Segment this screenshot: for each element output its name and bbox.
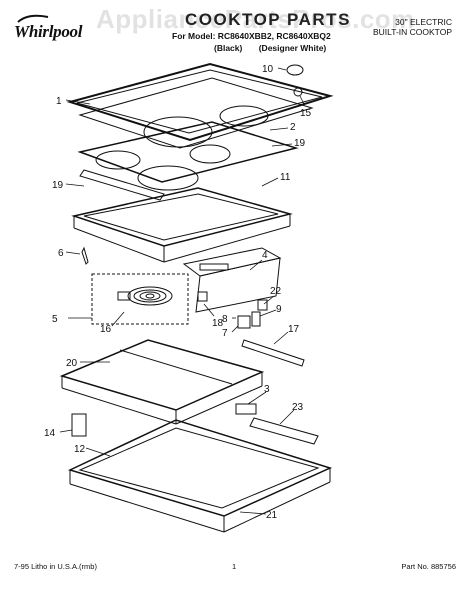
color-black: (Black) <box>214 43 243 53</box>
product-spec-line1: 30" ELECTRIC <box>395 17 452 27</box>
part-element-bracket <box>197 291 208 302</box>
part-burner-box <box>71 187 293 263</box>
model-colors: (Black) (Designer White) <box>214 43 340 53</box>
callout-4: 4 <box>262 250 268 261</box>
callout-14: 14 <box>44 428 56 439</box>
part-glass-panel <box>77 121 299 201</box>
model-numbers: For Model: RC8640XBB2, RC8640XBQ2 <box>172 31 331 41</box>
callout-6: 6 <box>58 248 64 259</box>
part-switch-7 <box>237 315 251 329</box>
callout-9: 9 <box>276 304 282 315</box>
brand-logo-swoosh <box>17 14 49 23</box>
part-terminal-strip <box>241 339 305 367</box>
brand-logo: Whirlpool <box>14 22 83 41</box>
part-side-bracket <box>71 413 87 437</box>
callout-10: 10 <box>262 64 274 75</box>
part-switch-9 <box>251 311 261 327</box>
callout-8: 8 <box>222 314 228 325</box>
callout-22: 22 <box>270 286 282 297</box>
part-screw <box>293 87 303 97</box>
callout-21: 21 <box>266 510 278 521</box>
part-knob <box>286 64 304 76</box>
callout-17: 17 <box>288 324 300 335</box>
callout-12: 12 <box>74 444 86 455</box>
callout-5: 5 <box>52 314 58 325</box>
callout-23: 23 <box>292 402 304 413</box>
callout-16: 16 <box>100 324 112 335</box>
callout-19-left: 19 <box>52 180 64 191</box>
part-bracket-3 <box>235 403 257 415</box>
callout-18: 18 <box>212 318 224 329</box>
part-clip <box>81 246 89 265</box>
callout-20: 20 <box>66 358 78 369</box>
leader-lines <box>59 67 305 515</box>
page-title: COOKTOP PARTS <box>185 10 351 29</box>
part-bottom-box <box>67 419 333 533</box>
callout-1: 1 <box>56 96 62 107</box>
part-heat-shield <box>249 417 319 445</box>
part-burner-tray <box>59 339 265 425</box>
callout-3: 3 <box>264 384 270 395</box>
footer-part-number: Part No. 885756 <box>401 562 456 571</box>
callout-15: 15 <box>300 108 312 119</box>
part-element-group <box>91 273 189 325</box>
footer-print-info: 7-95 Litho in U.S.A.(rmb) <box>14 562 97 571</box>
callout-7: 7 <box>222 328 228 339</box>
callout-11: 11 <box>280 172 291 183</box>
part-heating-element <box>117 286 173 306</box>
product-spec-line2: BUILT-IN COOKTOP <box>372 27 452 37</box>
part-control-panel <box>182 247 282 313</box>
color-designer-white: (Designer White) <box>258 43 327 53</box>
part-switch-22 <box>257 299 268 311</box>
watermark: AppliancePartsPros.com <box>96 4 415 34</box>
callout-2: 2 <box>290 122 296 133</box>
callout-19-right: 19 <box>294 138 306 149</box>
footer-page-number: 1 <box>232 562 237 571</box>
